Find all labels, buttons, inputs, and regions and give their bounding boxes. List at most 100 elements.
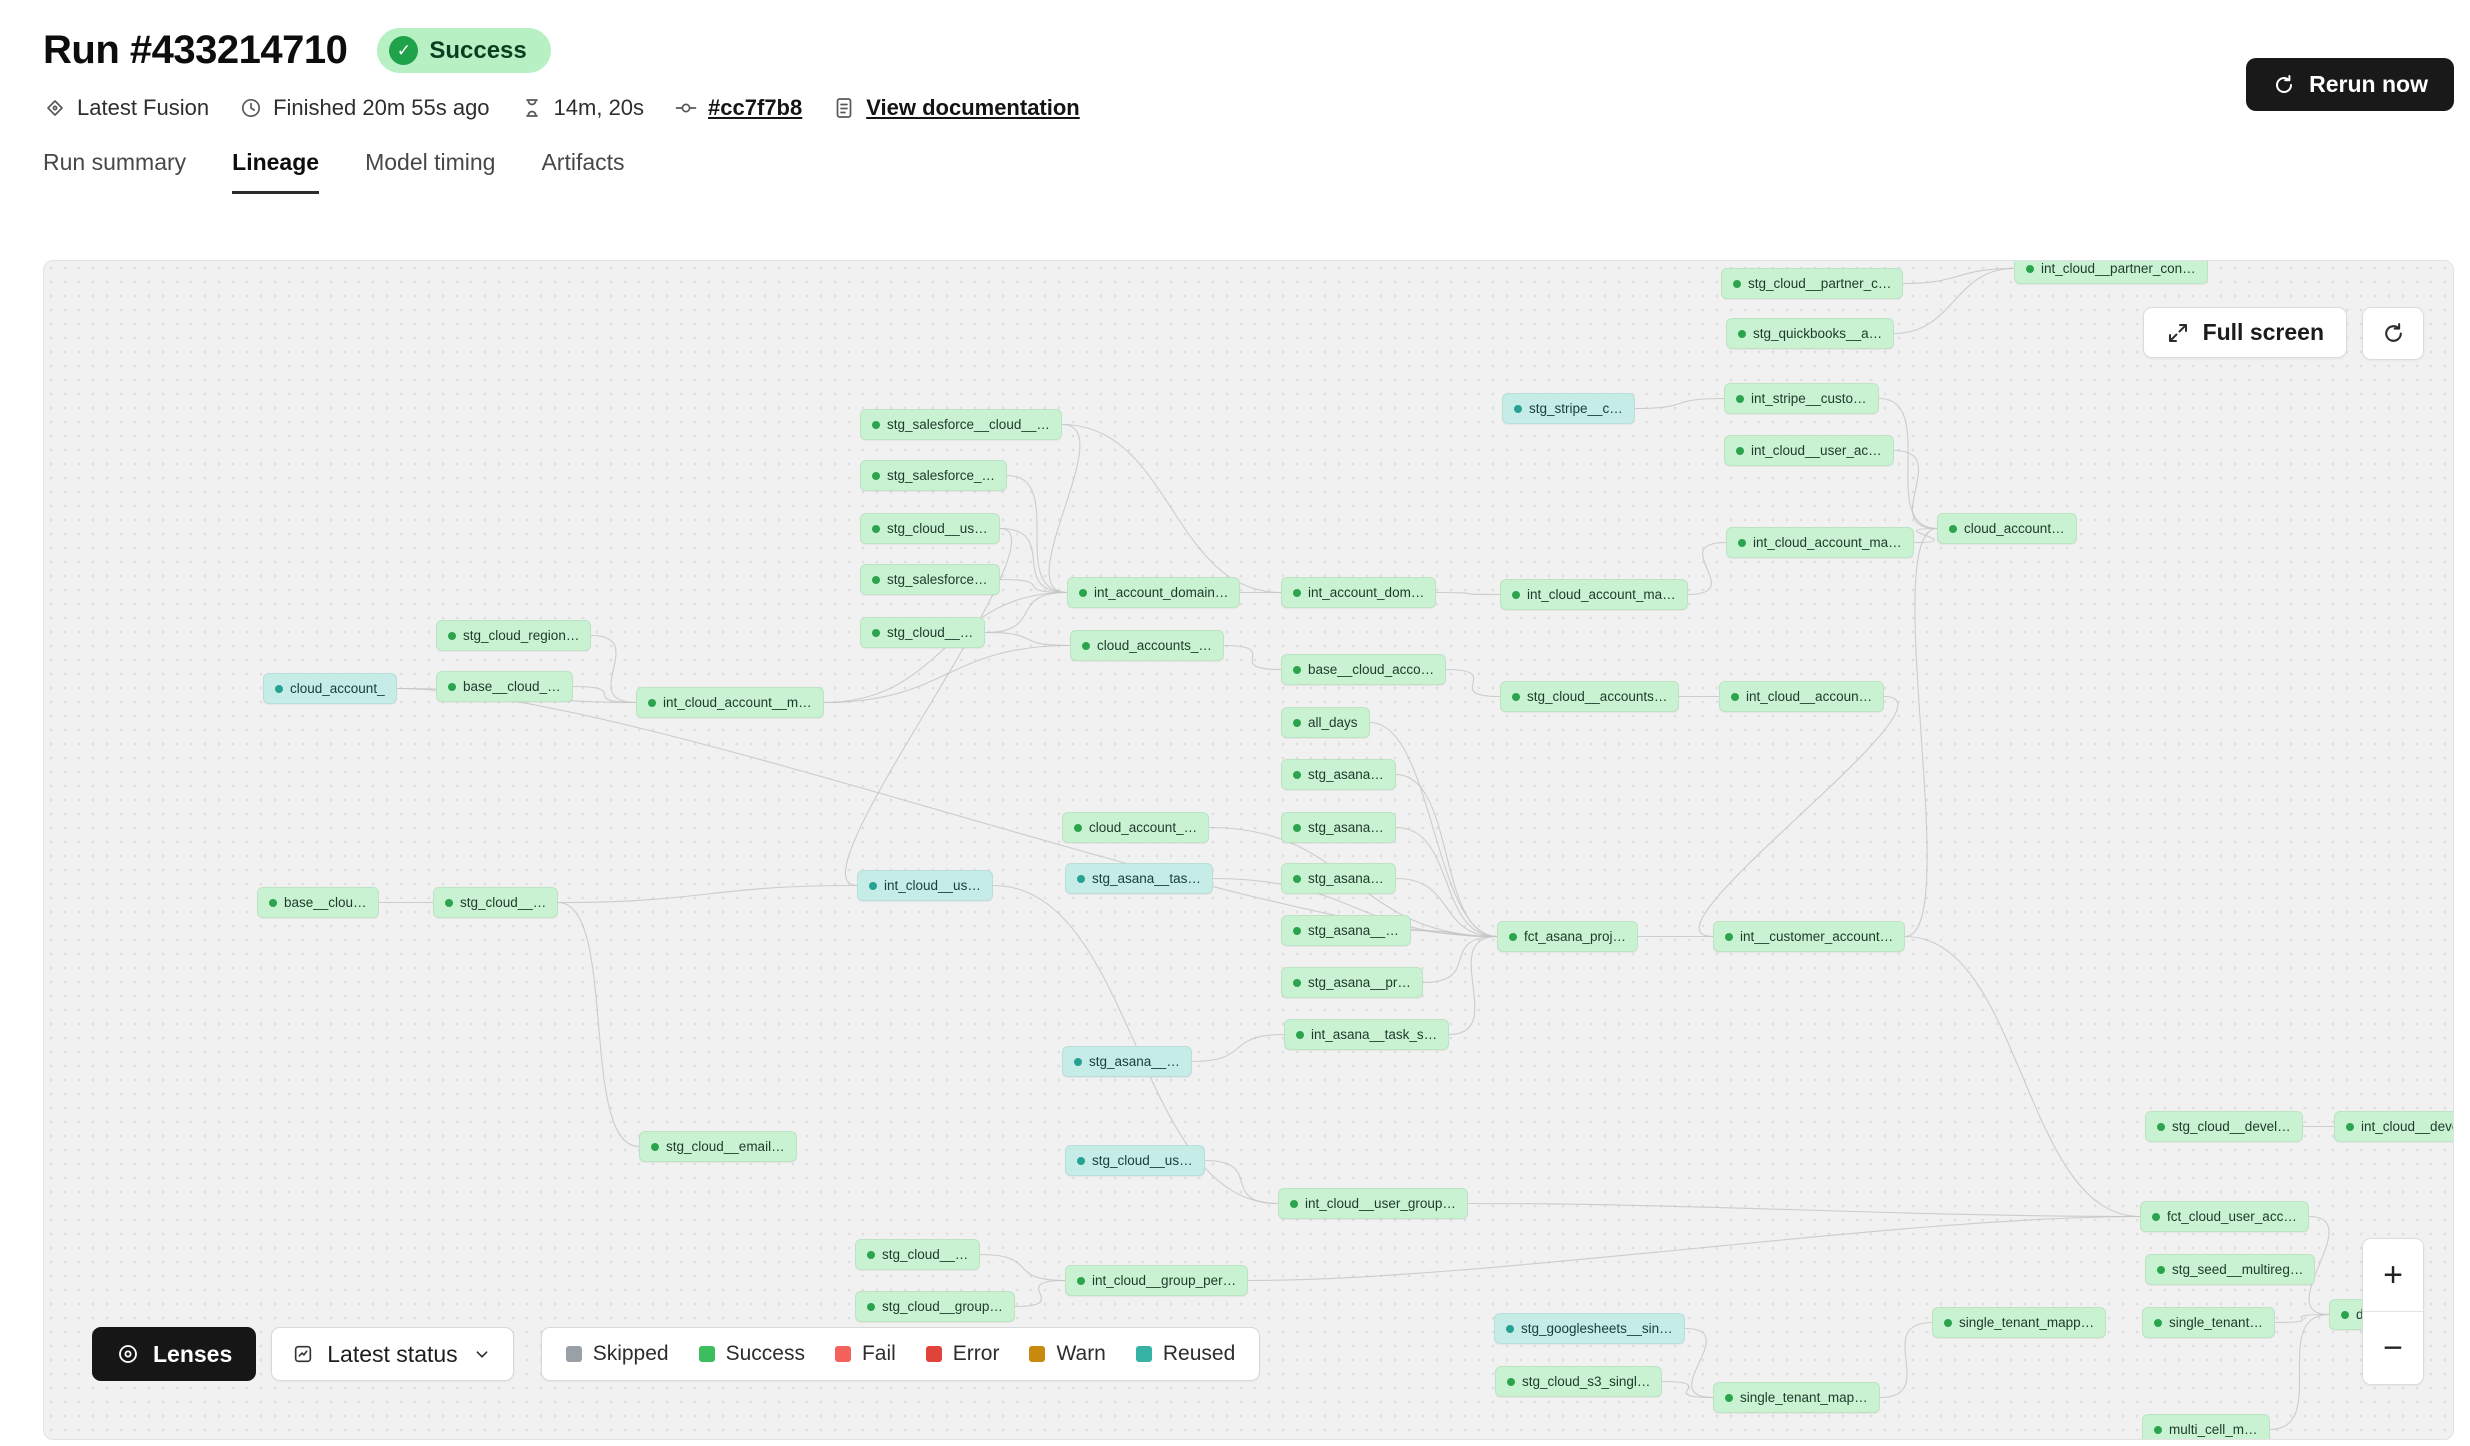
graph-node-stg_cloud_devel[interactable]: stg_cloud__devel… [2145,1111,2303,1142]
graph-node-stg_cloud_3[interactable]: stg_cloud__… [855,1239,981,1270]
duration-meta: 14m, 20s [520,95,644,121]
node-status-dot [1733,279,1741,288]
graph-node-fct_asana_proj[interactable]: fct_asana_proj… [1497,921,1639,952]
graph-node-stg_asana_1[interactable]: stg_asana… [1281,759,1396,790]
node-label: int_cloud_account__m… [663,695,812,710]
graph-node-stg_cloud_email[interactable]: stg_cloud__email… [639,1131,797,1162]
node-status-dot [1512,692,1520,701]
node-label: single_tenant_mapp… [1959,1315,2095,1330]
node-status-dot [1506,1324,1514,1333]
node-status-dot [2154,1425,2162,1434]
graph-node-int_cloud_account_ma_1[interactable]: int_cloud_account_ma… [1726,527,1914,558]
meta-row: Latest Fusion Finished 20m 55s ago 14m, … [43,95,2454,121]
graph-node-stg_stripe_c[interactable]: stg_stripe__c… [1502,393,1635,424]
graph-node-int_cloud_accoun[interactable]: int_cloud__accoun… [1719,681,1885,712]
view-documentation-link[interactable]: View documentation [866,95,1080,120]
tab-run-summary[interactable]: Run summary [43,149,187,175]
graph-node-single_tenant[interactable]: single_tenant… [2142,1307,2275,1338]
zoom-out-button[interactable]: − [2363,1312,2423,1384]
graph-node-int_cloud_partner_con[interactable]: int_cloud__partner_con… [2014,261,2208,284]
graph-node-stg_cloud_partner_c[interactable]: stg_cloud__partner_c… [1721,268,1904,299]
graph-node-stg_cloud_group[interactable]: stg_cloud__group… [855,1291,1015,1322]
lineage-canvas[interactable]: stg_cloud__partner_c… int_cloud__partner_… [43,260,2454,1440]
graph-node-base_clou[interactable]: base__clou… [257,887,379,918]
graph-node-int_asana_task_s[interactable]: int_asana__task_s… [1284,1019,1450,1050]
zoom-in-button[interactable]: + [2363,1239,2423,1311]
graph-node-cloud_accounts[interactable]: cloud_accounts_… [1070,630,1224,661]
node-status-dot [1293,588,1301,597]
graph-node-multi_cell_m[interactable]: multi_cell_m… [2142,1414,2270,1439]
graph-node-stg_cloud_1[interactable]: stg_cloud__… [860,617,986,648]
tab-model-timing[interactable]: Model timing [365,149,496,175]
graph-node-stg_cloud_us_2[interactable]: stg_cloud__us… [1065,1145,1205,1176]
graph-node-int_stripe_custo[interactable]: int_stripe__custo… [1724,383,1879,414]
graph-edge [984,631,1071,647]
node-label: int_cloud__devel… [2361,1119,2453,1134]
graph-node-fct_cloud_user_acc[interactable]: fct_cloud_user_acc… [2140,1201,2309,1232]
graph-edge [1422,935,1498,984]
tab-artifacts[interactable]: Artifacts [541,149,625,175]
graph-node-stg_seed_multireg[interactable]: stg_seed__multireg… [2145,1254,2316,1285]
graph-node-int_cloud_account_m[interactable]: int_cloud_account__m… [636,687,824,718]
graph-node-stg_cloud_accounts[interactable]: stg_cloud__accounts… [1500,681,1680,712]
graph-edge [1904,935,2141,1218]
node-status-dot [867,1302,875,1311]
node-status-dot [1074,823,1082,832]
graph-edge [2274,1313,2330,1324]
tab-lineage[interactable]: Lineage [232,149,320,194]
graph-edge [1014,1279,1066,1308]
graph-edge [1061,423,1282,594]
graph-node-base_cloud_1[interactable]: base__cloud_… [436,671,573,702]
graph-node-single_tenant_mapp[interactable]: single_tenant_mapp… [1932,1307,2107,1338]
status-filter-dropdown[interactable]: Latest status [271,1327,514,1381]
graph-node-int_account_domain[interactable]: int_account_domain… [1067,577,1241,608]
graph-node-cloud_account_top[interactable]: cloud_account… [1937,513,2077,544]
graph-node-stg_asana_2[interactable]: stg_asana… [1281,812,1396,843]
graph-node-all_days[interactable]: all_days [1281,707,1370,738]
graph-node-base_cloud_acco[interactable]: base__cloud_acco… [1281,654,1447,685]
node-status-dot [2026,264,2034,273]
node-label: int_cloud__us… [884,878,981,893]
graph-node-int_customer_account[interactable]: int__customer_account… [1713,921,1906,952]
graph-node-int_cloud_devel[interactable]: int_cloud__devel… [2334,1111,2453,1142]
node-label: fct_cloud_user_acc… [2167,1209,2297,1224]
graph-node-stg_asana_5[interactable]: stg_asana__… [1062,1046,1192,1077]
node-label: stg_seed__multireg… [2172,1262,2304,1277]
node-status-dot [1725,932,1733,941]
graph-node-stg_googlesheets_sin[interactable]: stg_googlesheets__sin… [1494,1313,1685,1344]
graph-node-stg_cloud_2[interactable]: stg_cloud__… [433,887,559,918]
graph-edge [1904,527,1938,938]
graph-node-stg_cloud_us_1[interactable]: stg_cloud__us… [860,513,1000,544]
graph-node-cloud_account_mid[interactable]: cloud_account_… [1062,812,1210,843]
lenses-button[interactable]: Lenses [92,1327,257,1381]
lenses-label: Lenses [153,1340,233,1367]
fullscreen-button[interactable]: Full screen [2142,307,2347,358]
node-status-dot [1293,665,1301,674]
graph-node-int_cloud_account_ma_2[interactable]: int_cloud_account_ma… [1500,579,1688,610]
graph-node-stg_cloud_s3_singl[interactable]: stg_cloud_s3_singl… [1495,1366,1663,1397]
graph-node-int_cloud_user_group[interactable]: int_cloud__user_group… [1278,1188,1468,1219]
node-status-dot [872,471,880,480]
graph-node-cloud_account_left[interactable]: cloud_account_ [263,673,397,704]
graph-node-stg_asana_3[interactable]: stg_asana… [1281,863,1396,894]
graph-node-stg_asana_pr[interactable]: stg_asana__pr… [1281,967,1423,998]
node-label: multi_cell_m… [2169,1422,2258,1437]
graph-node-stg_salesforce_cloud[interactable]: stg_salesforce__cloud__… [860,409,1062,440]
refresh-button[interactable] [2362,307,2424,360]
graph-node-int_account_dom[interactable]: int_account_dom… [1281,577,1437,608]
graph-node-int_cloud_us[interactable]: int_cloud__us… [857,870,993,901]
graph-node-int_cloud_user_ac[interactable]: int_cloud__user_ac… [1724,435,1894,466]
graph-node-stg_asana_tas[interactable]: stg_asana__tas… [1065,863,1213,894]
rerun-now-button[interactable]: Rerun now [2246,58,2454,111]
node-label: stg_asana… [1308,767,1384,782]
graph-node-stg_cloud_region[interactable]: stg_cloud_region… [436,620,592,651]
zoom-panel: + − [2362,1238,2424,1385]
graph-node-stg_salesforce_2[interactable]: stg_salesforce… [860,564,1000,595]
graph-node-stg_quickbooks_a[interactable]: stg_quickbooks__a… [1726,318,1895,349]
graph-node-stg_asana_4[interactable]: stg_asana__… [1281,915,1411,946]
graph-edge [1445,668,1501,698]
graph-node-stg_salesforce_1[interactable]: stg_salesforce_… [860,460,1008,491]
commit-link[interactable]: #cc7f7b8 [708,95,803,120]
graph-node-single_tenant_map[interactable]: single_tenant_map… [1713,1382,1880,1413]
graph-node-int_cloud_group_per[interactable]: int_cloud__group_per… [1065,1265,1249,1296]
